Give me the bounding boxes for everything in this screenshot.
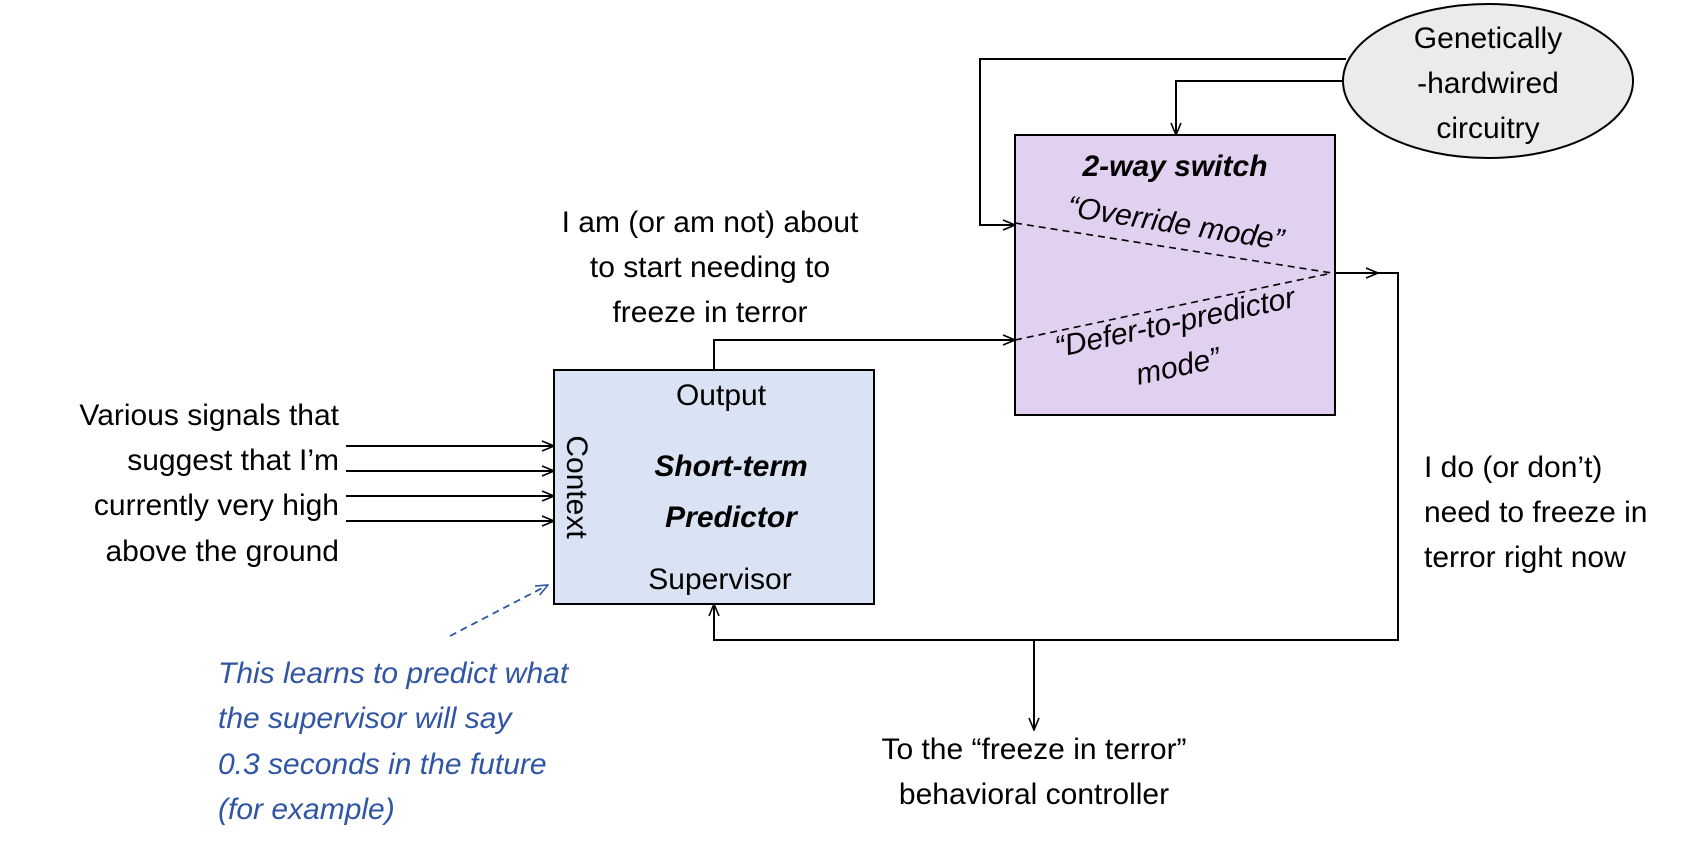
switch-output-line-3: terror right now bbox=[1424, 541, 1626, 574]
predictor-output-label: Output bbox=[676, 379, 767, 412]
override-mode-path bbox=[1014, 222, 1333, 274]
predictor-output-line-2: to start needing to bbox=[590, 251, 830, 284]
hardwired-line-1: Genetically bbox=[1414, 22, 1562, 55]
predictor-output-line-1: I am (or am not) about bbox=[562, 206, 859, 239]
note-line-3: 0.3 seconds in the future bbox=[218, 748, 547, 781]
note-arrow bbox=[449, 585, 548, 637]
predictor-context-label: Context bbox=[560, 435, 593, 539]
switch-output-line-1: I do (or don’t) bbox=[1424, 451, 1602, 484]
switch-output-description: I do (or don’t) need to freeze in terror… bbox=[1424, 451, 1648, 574]
input-signals-line-2: suggest that I’m bbox=[127, 444, 339, 477]
input-signals-text: Various signals that suggest that I’m cu… bbox=[79, 399, 339, 568]
predictor-output-description: I am (or am not) about to start needing … bbox=[562, 206, 859, 329]
input-arrows bbox=[346, 446, 554, 521]
predictor-note: This learns to predict what the supervis… bbox=[218, 657, 570, 826]
defer-mode-path bbox=[1014, 272, 1333, 341]
predictor-output-arrow bbox=[713, 340, 1015, 370]
hardwired-line-3: circuitry bbox=[1436, 112, 1539, 145]
controller-line-1: To the “freeze in terror” bbox=[881, 733, 1186, 766]
predictor-output-line-3: freeze in terror bbox=[612, 296, 807, 329]
controller-line-2: behavioral controller bbox=[899, 778, 1169, 811]
note-line-2: the supervisor will say bbox=[218, 702, 513, 735]
supervisor-feedback-arrow bbox=[714, 272, 1399, 641]
note-line-4: (for example) bbox=[218, 793, 395, 826]
hardwired-mode-control-arrow bbox=[1176, 80, 1343, 135]
switch-title: 2-way switch bbox=[1081, 150, 1267, 183]
input-signals-line-3: currently very high bbox=[94, 489, 339, 522]
predictor-title-line-1: Short-term bbox=[654, 450, 807, 483]
switch-output-line-2: need to freeze in bbox=[1424, 496, 1648, 529]
input-signals-line-1: Various signals that bbox=[79, 399, 339, 432]
hardwired-override-arrow bbox=[979, 58, 1346, 225]
note-line-1: This learns to predict what bbox=[218, 657, 570, 690]
hardwired-line-2: -hardwired bbox=[1417, 67, 1559, 100]
short-term-predictor-box bbox=[553, 369, 875, 605]
behavioral-controller-label: To the “freeze in terror” behavioral con… bbox=[881, 733, 1186, 811]
predictor-title-line-2: Predictor bbox=[665, 501, 799, 534]
input-signals-line-4: above the ground bbox=[105, 535, 339, 568]
predictor-supervisor-label: Supervisor bbox=[648, 563, 791, 596]
two-way-switch-box bbox=[1014, 134, 1336, 416]
